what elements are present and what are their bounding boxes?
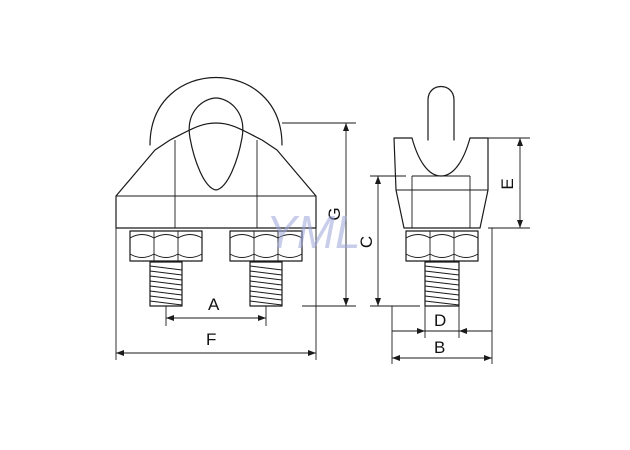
side-nut (405, 230, 479, 262)
u-bolt-outer (149, 76, 283, 146)
label-b: B (434, 338, 445, 357)
dimension-g (282, 122, 356, 307)
thread-right (249, 261, 283, 307)
saddle-groove (188, 97, 244, 191)
dimension-a (165, 306, 267, 326)
label-c: C (357, 236, 376, 248)
label-e: E (498, 178, 517, 189)
nut-left (129, 230, 203, 262)
dimension-e (488, 137, 530, 229)
nut-right (229, 230, 303, 262)
bolt-top (427, 85, 455, 141)
dimension-f (115, 228, 317, 360)
dimension-c (370, 175, 420, 307)
side-view (393, 85, 489, 307)
label-d: D (434, 311, 446, 330)
saddle-body (115, 122, 317, 229)
label-f: F (206, 330, 216, 349)
side-body (393, 137, 489, 229)
thread-left (149, 261, 183, 307)
front-view (115, 76, 317, 307)
dimension-d (392, 306, 492, 338)
dimension-b (391, 228, 493, 364)
label-a: A (208, 295, 220, 314)
side-thread (424, 261, 460, 307)
watermark-logo: YML (266, 206, 361, 258)
label-g: G (325, 207, 344, 220)
